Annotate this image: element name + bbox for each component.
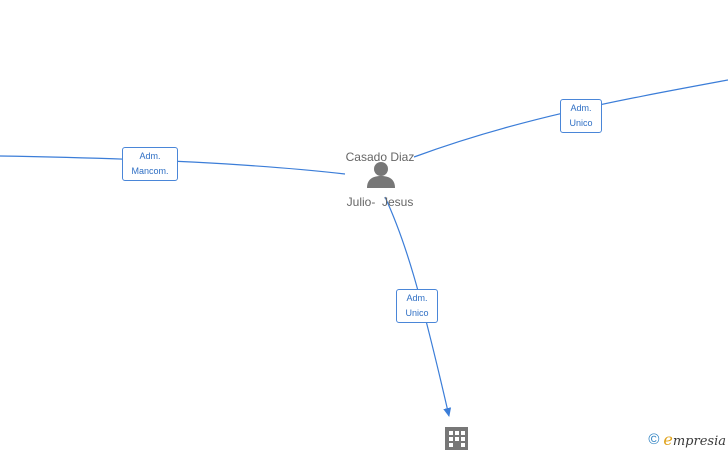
edge-label-line2: Mancom. xyxy=(131,166,169,176)
edge-line-left xyxy=(0,155,346,175)
person-name-line1: Casado Diaz xyxy=(345,150,415,164)
edge-label-adm-unico-down[interactable]: Adm. Unico xyxy=(396,289,438,323)
edge-line-down xyxy=(384,196,452,417)
edge-label-adm-mancom[interactable]: Adm. Mancom. xyxy=(122,147,178,181)
edge-label-line1: Adm. xyxy=(406,293,428,303)
brand-logo: empresia xyxy=(663,430,726,449)
copyright-symbol: © xyxy=(648,430,660,448)
building-icon[interactable] xyxy=(445,427,468,450)
edge-label-adm-unico-right[interactable]: Adm. Unico xyxy=(560,99,602,133)
person-name-line2: Julio- Jesus xyxy=(346,195,414,209)
person-name[interactable]: Casado Diaz Julio- Jesus xyxy=(330,120,430,225)
edge-label-line2: Unico xyxy=(405,308,429,318)
brand-initial: e xyxy=(663,429,673,449)
watermark: © empresia xyxy=(648,430,726,449)
edge-label-line1: Adm. xyxy=(570,103,592,113)
edge-label-line1: Adm. xyxy=(139,151,161,161)
brand-rest: mpresia xyxy=(672,433,726,449)
edge-label-line2: Unico xyxy=(569,118,593,128)
person-icon[interactable] xyxy=(367,162,395,188)
